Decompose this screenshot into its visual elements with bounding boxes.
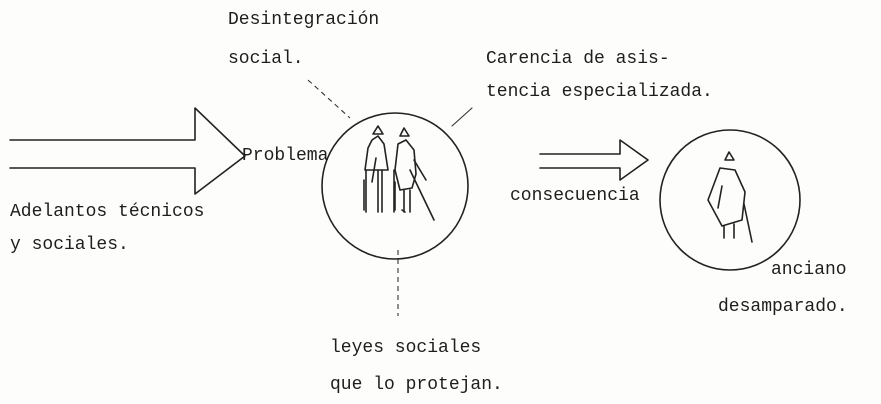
top-cause-line-2: social. bbox=[228, 49, 304, 69]
bottom-line-1: leyes sociales bbox=[330, 338, 482, 358]
small-arrow-icon bbox=[539, 139, 649, 181]
elderly-couple-icon bbox=[363, 125, 435, 221]
outcome-circle bbox=[659, 129, 801, 271]
outcome-line-2: desamparado. bbox=[718, 297, 848, 317]
outcome-line-1: anciano bbox=[771, 260, 847, 280]
right-cause-line-2: tencia especializada. bbox=[486, 82, 713, 102]
center-label: Problema bbox=[242, 146, 329, 166]
input-line-2: y sociales. bbox=[10, 235, 129, 255]
problem-circle bbox=[321, 112, 469, 260]
right-cause-line-1: Carencia de asis- bbox=[486, 49, 670, 69]
input-line-1: Adelantos técnicos bbox=[10, 202, 205, 222]
arrow-result-label: consecuencia bbox=[510, 186, 640, 206]
connector-top-left bbox=[307, 79, 351, 119]
large-arrow-icon bbox=[9, 107, 246, 195]
connector-top-right bbox=[451, 107, 473, 127]
elderly-person-icon bbox=[707, 151, 753, 243]
top-cause-line-1: Desintegración bbox=[228, 10, 380, 30]
bottom-line-2: que lo protejan. bbox=[330, 375, 503, 395]
